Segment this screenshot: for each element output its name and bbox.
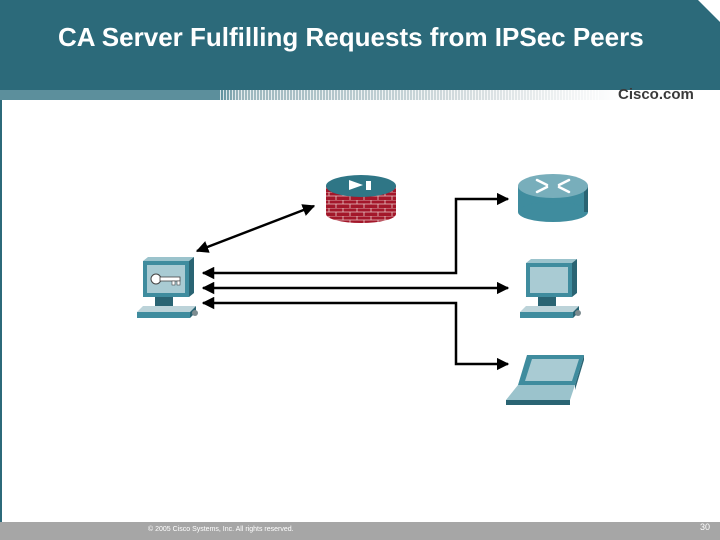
cisco-logo: Cisco.com (618, 86, 694, 103)
header-stripe-lines (220, 90, 600, 100)
title-bar (0, 0, 720, 90)
laptop-icon (506, 355, 584, 405)
router-icon (518, 174, 588, 222)
copyright-text: © 2005 Cisco Systems, Inc. All rights re… (148, 526, 294, 533)
link-ca-server-firewall (195, 204, 316, 253)
page-number: 30 (700, 522, 711, 532)
link-ca-server-laptop (201, 296, 510, 371)
left-border-rule (0, 100, 2, 522)
title-bar-corner-fold (698, 0, 720, 22)
footer-bar (0, 522, 720, 540)
workstation-icon (520, 259, 581, 318)
pix-firewall-icon (326, 175, 396, 223)
slide-title: CA Server Fulfilling Requests from IPSec… (58, 22, 644, 52)
link-ca-server-router (201, 192, 510, 280)
server-workstation-with-key-icon (137, 257, 198, 318)
